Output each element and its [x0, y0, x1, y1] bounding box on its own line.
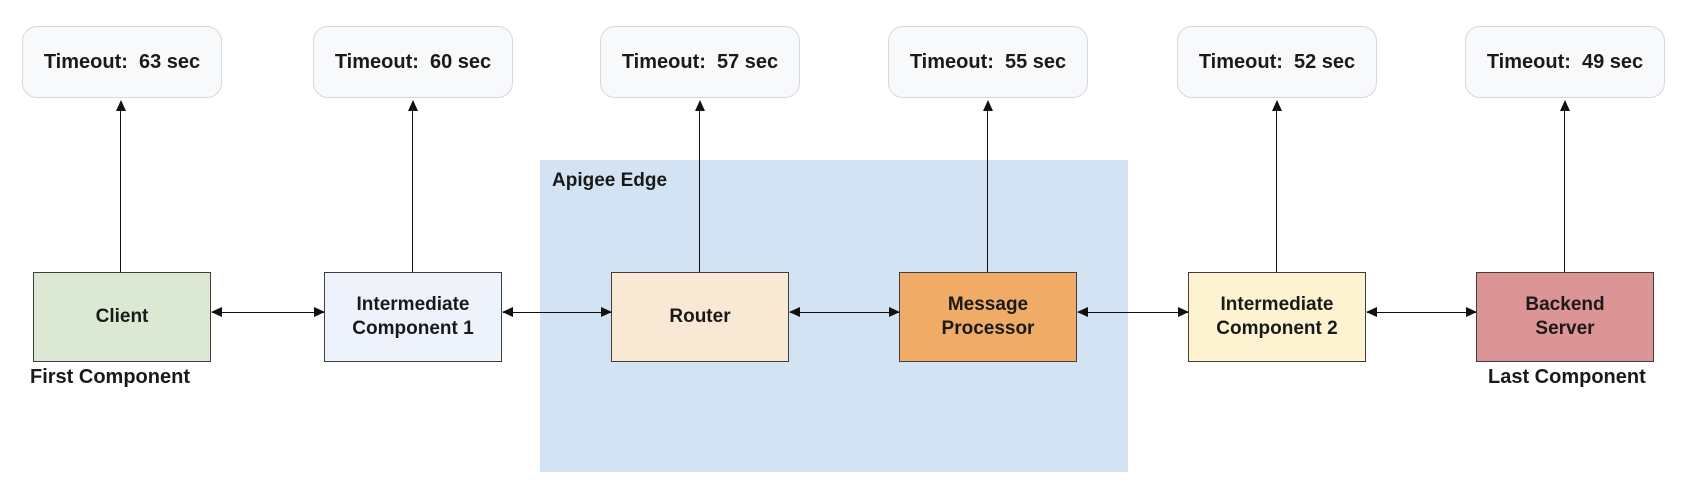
arrowhead-up-icon [1559, 100, 1570, 111]
timeout-box-intermediate-1: Timeout: 60 sec [313, 26, 513, 98]
arrowhead-up-icon [694, 100, 705, 111]
first-component-label: First Component [30, 366, 190, 388]
node-message-processor: Message Processor [899, 272, 1077, 362]
arrowhead-left-icon [211, 306, 222, 317]
arrowhead-right-icon [1466, 306, 1477, 317]
arrowhead-left-icon [1366, 306, 1377, 317]
node-intermediate-component-2: Intermediate Component 2 [1188, 272, 1366, 362]
timeout-box-message-processor: Timeout: 55 sec [888, 26, 1088, 98]
node-backend-server: Backend Server [1476, 272, 1654, 362]
arrowhead-up-icon [982, 100, 993, 111]
link-arrow-intermediate-1-router [502, 306, 612, 317]
timeout-box-intermediate-2: Timeout: 52 sec [1177, 26, 1377, 98]
link-arrow-client-intermediate-1 [211, 306, 325, 317]
up-arrow-client-timeout [115, 100, 126, 272]
arrowhead-left-icon [502, 306, 513, 317]
up-arrow-message-processor-timeout [982, 100, 993, 272]
arrowhead-up-icon [1271, 100, 1282, 111]
arrowhead-up-icon [407, 100, 418, 111]
up-arrow-backend-timeout [1559, 100, 1570, 272]
arrowhead-up-icon [115, 100, 126, 111]
arrowhead-right-icon [314, 306, 325, 317]
up-arrow-router-timeout [694, 100, 705, 272]
timeout-box-client: Timeout: 63 sec [22, 26, 222, 98]
link-arrow-intermediate-2-backend [1366, 306, 1477, 317]
link-arrow-router-message-processor [789, 306, 900, 317]
arrowhead-left-icon [1077, 306, 1088, 317]
node-client: Client [33, 272, 211, 362]
up-arrow-intermediate-2-timeout [1271, 100, 1282, 272]
timeout-box-backend: Timeout: 49 sec [1465, 26, 1665, 98]
arrowhead-right-icon [1178, 306, 1189, 317]
node-intermediate-component-1: Intermediate Component 1 [324, 272, 502, 362]
node-router: Router [611, 272, 789, 362]
up-arrow-intermediate-1-timeout [407, 100, 418, 272]
last-component-label: Last Component [1488, 366, 1646, 388]
link-arrow-message-processor-intermediate-2 [1077, 306, 1189, 317]
arrowhead-right-icon [889, 306, 900, 317]
timeout-box-router: Timeout: 57 sec [600, 26, 800, 98]
arrowhead-left-icon [789, 306, 800, 317]
arrowhead-right-icon [601, 306, 612, 317]
apigee-edge-region-label: Apigee Edge [552, 170, 668, 191]
